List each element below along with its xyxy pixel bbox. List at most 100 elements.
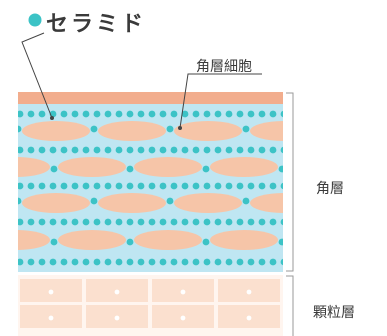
ceramide-dot bbox=[159, 258, 167, 266]
ceramide-dot bbox=[236, 182, 244, 190]
ceramide-dot bbox=[170, 110, 178, 118]
ceramide-dot bbox=[247, 146, 255, 154]
ceramide-dot bbox=[126, 110, 134, 118]
ceramide-dot bbox=[225, 146, 233, 154]
ceramide-dots bbox=[18, 110, 283, 266]
ceramide-dot bbox=[60, 218, 68, 226]
corneocyte-cell bbox=[98, 121, 166, 141]
ceramide-dot bbox=[71, 110, 79, 118]
ceramide-dot bbox=[225, 218, 233, 226]
ceramide-dot bbox=[82, 146, 90, 154]
ceramide-dot bbox=[71, 258, 79, 266]
ceramide-label: セラミド bbox=[46, 12, 147, 37]
ceramide-dot bbox=[192, 258, 200, 266]
ceramide-dot bbox=[269, 218, 277, 226]
ceramide-dot bbox=[104, 182, 112, 190]
ceramide-dot bbox=[82, 258, 90, 266]
ceramide-dot bbox=[71, 146, 79, 154]
granular-nucleus bbox=[180, 289, 186, 295]
teal-circle-bullet-icon bbox=[28, 13, 42, 27]
ceramide-dot bbox=[60, 258, 68, 266]
ceramide-dot bbox=[115, 110, 123, 118]
corneocyte-cell bbox=[134, 230, 202, 250]
ceramide-dot bbox=[214, 146, 222, 154]
ceramide-dot bbox=[269, 182, 277, 190]
ceramide-dot bbox=[148, 182, 156, 190]
ceramide-dot bbox=[247, 182, 255, 190]
stratum-corneum-label: 角層 bbox=[316, 181, 344, 197]
ceramide-dot bbox=[159, 110, 167, 118]
stratum-corneum-bracket bbox=[286, 92, 294, 272]
ceramide-dot bbox=[269, 258, 277, 266]
ceramide-dot bbox=[280, 146, 283, 154]
ceramide-dot bbox=[82, 218, 90, 226]
surface-band bbox=[18, 92, 283, 104]
ceramide-dot bbox=[115, 218, 123, 226]
ceramide-dot bbox=[170, 258, 178, 266]
ceramide-dot bbox=[181, 258, 189, 266]
ceramide-dot bbox=[115, 182, 123, 190]
granular-nucleus bbox=[180, 315, 186, 321]
ceramide-dot bbox=[126, 182, 134, 190]
ceramide-dot bbox=[126, 146, 134, 154]
ceramide-dot bbox=[49, 146, 57, 154]
ceramide-dot bbox=[93, 146, 101, 154]
corneocyte-cell bbox=[0, 121, 14, 141]
ceramide-dot bbox=[278, 165, 283, 173]
ceramide-dot bbox=[49, 182, 57, 190]
ceramide-dot bbox=[18, 125, 22, 133]
ceramide-dot bbox=[192, 146, 200, 154]
ceramide-dot bbox=[18, 218, 24, 226]
corneocyte-cell bbox=[134, 157, 202, 177]
corneocyte-cell bbox=[58, 157, 126, 177]
ceramide-dot bbox=[192, 110, 200, 118]
ceramide-dot bbox=[71, 182, 79, 190]
corneocyte-cell bbox=[18, 230, 50, 250]
ceramide-dot bbox=[258, 218, 266, 226]
ceramide-dot bbox=[38, 258, 46, 266]
ceramide-dot bbox=[18, 197, 22, 205]
ceramide-dot bbox=[258, 258, 266, 266]
ceramide-dot bbox=[236, 218, 244, 226]
ceramide-dot bbox=[159, 146, 167, 154]
ceramide-dot bbox=[242, 125, 250, 133]
ceramide-dot bbox=[60, 110, 68, 118]
ceramide-dot bbox=[181, 182, 189, 190]
ceramide-dot bbox=[126, 218, 134, 226]
ceramide-dot bbox=[166, 125, 174, 133]
ceramide-dot bbox=[148, 258, 156, 266]
ceramide-dot bbox=[236, 110, 244, 118]
ceramide-dot bbox=[202, 165, 210, 173]
granular-nucleus bbox=[48, 289, 54, 295]
ceramide-dot bbox=[50, 165, 58, 173]
granular-nucleus bbox=[246, 289, 252, 295]
ceramide-dot bbox=[104, 110, 112, 118]
ceramide-dot bbox=[166, 197, 174, 205]
corneocyte-cell bbox=[210, 157, 278, 177]
ceramide-dot bbox=[214, 110, 222, 118]
ceramide-dot bbox=[18, 146, 24, 154]
ceramide-dot bbox=[170, 146, 178, 154]
corneocyte-cell bbox=[250, 193, 283, 213]
ceramide-dot bbox=[159, 182, 167, 190]
ceramide-dot bbox=[38, 110, 46, 118]
ceramide-dot bbox=[71, 218, 79, 226]
ceramide-dot bbox=[214, 258, 222, 266]
layer-divider bbox=[18, 272, 283, 275]
granular-nucleus bbox=[48, 315, 54, 321]
corneocyte-cell bbox=[174, 193, 242, 213]
ceramide-dot bbox=[181, 146, 189, 154]
ceramide-dot bbox=[159, 218, 167, 226]
granular-nucleus bbox=[114, 289, 120, 295]
ceramide-dot bbox=[148, 110, 156, 118]
ceramide-dot bbox=[280, 218, 283, 226]
ceramide-dot bbox=[192, 182, 200, 190]
ceramide-dot bbox=[214, 218, 222, 226]
ceramide-dot bbox=[225, 110, 233, 118]
ceramide-dot bbox=[258, 110, 266, 118]
ceramide-dot bbox=[242, 197, 250, 205]
ceramide-dot bbox=[170, 182, 178, 190]
granular-layer-bracket bbox=[286, 275, 294, 336]
ceramide-dot bbox=[280, 110, 283, 118]
ceramide-leader-line bbox=[21, 32, 53, 119]
